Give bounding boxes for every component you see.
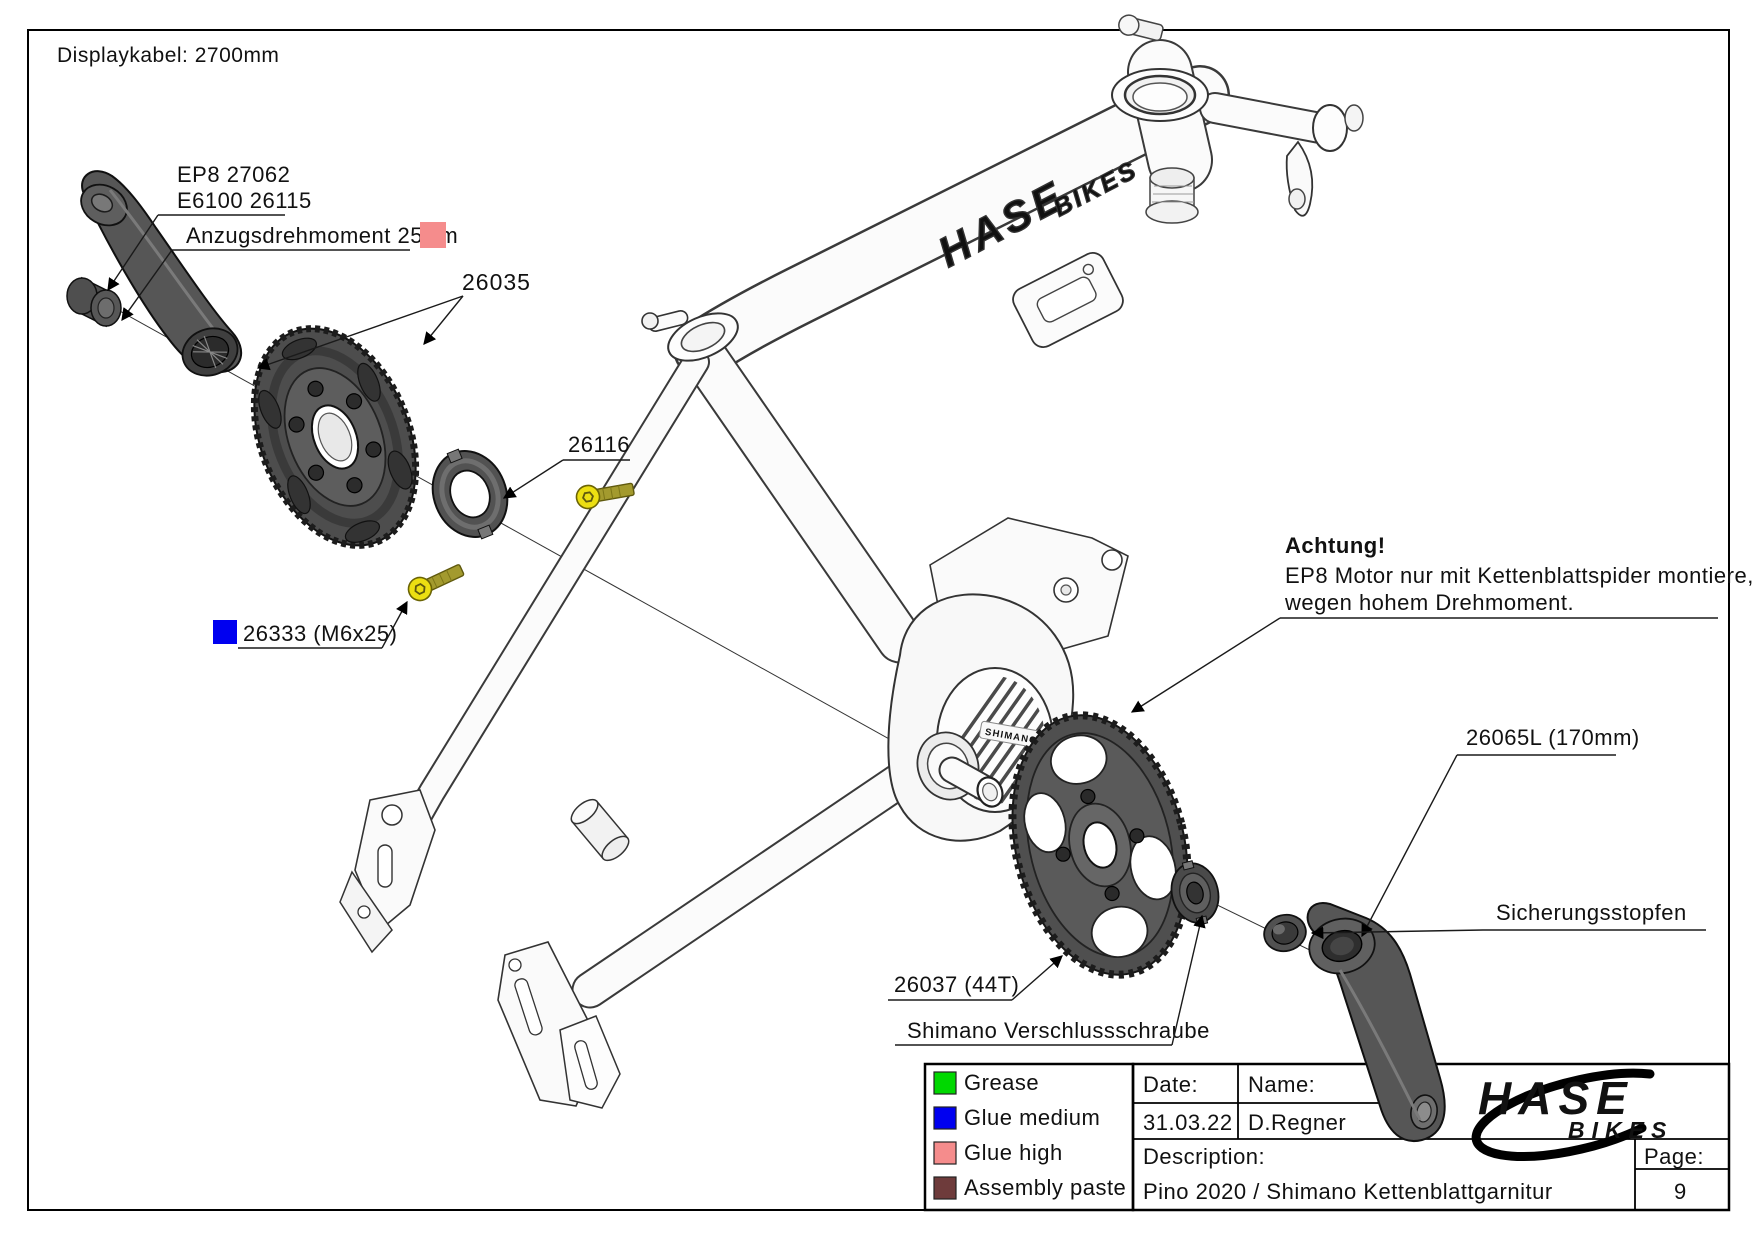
crank-fixing-part bbox=[66, 276, 122, 328]
callouts: Displaykabel: 2700mm EP8 27062 E6100 261… bbox=[57, 44, 1754, 1046]
glue-medium-swatch-26333 bbox=[213, 620, 237, 644]
warning-line1: EP8 Motor nur mit Kettenblattspider mont… bbox=[1285, 563, 1754, 588]
crank-spline-cup bbox=[181, 327, 239, 377]
torque-glue-high-swatch bbox=[420, 222, 446, 248]
legend-swatch-grease bbox=[933, 1071, 957, 1095]
page-border bbox=[27, 29, 1730, 1211]
seat-clamp bbox=[641, 310, 739, 362]
legend-swatch-glue-medium bbox=[933, 1106, 957, 1130]
legend-label-glue-medium: Glue medium bbox=[964, 1105, 1100, 1130]
brand-logo: HASE BIKES bbox=[1471, 1068, 1673, 1161]
warning-title: Achtung! bbox=[1285, 533, 1386, 558]
brand-logo-bikes: BIKES bbox=[1568, 1117, 1673, 1143]
description-label: Description: bbox=[1143, 1144, 1265, 1169]
label-26333: 26333 (M6x25) bbox=[243, 621, 397, 646]
label-26037: 26037 (44T) bbox=[894, 972, 1019, 997]
name-label: Name: bbox=[1248, 1072, 1315, 1097]
legend-label-assembly-paste: Assembly paste bbox=[964, 1175, 1126, 1200]
legend-swatch-glue-high bbox=[933, 1141, 957, 1165]
chainring-26037 bbox=[1008, 711, 1192, 979]
legend-swatch-assembly-paste bbox=[933, 1176, 957, 1200]
bike-frame: HASE BIKES bbox=[339, 14, 1364, 1109]
description-value: Pino 2020 / Shimano Kettenblattgarnitur bbox=[1143, 1179, 1553, 1204]
legend: Grease Glue medium Glue high Assembly pa… bbox=[933, 1070, 1126, 1200]
bolt-26333-a bbox=[575, 482, 635, 510]
note-displaykabel: Displaykabel: 2700mm bbox=[57, 44, 279, 67]
label-26116: 26116 bbox=[568, 432, 630, 457]
right-crank-arm bbox=[1306, 901, 1446, 1143]
headset-bolt bbox=[1118, 14, 1164, 42]
bolt-26333-b bbox=[407, 564, 465, 602]
label-torque: Anzugsdrehmoment 25Nm bbox=[186, 223, 458, 248]
label-verschlussschraube: Shimano Verschlussschraube bbox=[907, 1018, 1210, 1043]
threaded-collar bbox=[1145, 167, 1199, 224]
chainring-26035 bbox=[250, 325, 420, 549]
name-value: D.Regner bbox=[1248, 1110, 1346, 1135]
headset-cup bbox=[1111, 68, 1209, 122]
boom-end bbox=[497, 941, 621, 1109]
legend-label-grease: Grease bbox=[964, 1070, 1039, 1095]
brand-logo-swoosh bbox=[1471, 1068, 1655, 1161]
lockring-26116 bbox=[431, 448, 509, 540]
battery-mount bbox=[1012, 252, 1124, 348]
page-value: 9 bbox=[1674, 1179, 1687, 1204]
brand-logo-hase: HASE bbox=[1478, 1072, 1634, 1124]
motor-spindle bbox=[916, 731, 1004, 808]
date-label: Date: bbox=[1143, 1072, 1198, 1097]
label-ep8: EP8 27062 bbox=[177, 162, 290, 187]
page-label: Page: bbox=[1644, 1144, 1704, 1169]
label-e6100: E6100 26115 bbox=[177, 188, 312, 213]
lockring-verschlussschraube bbox=[1170, 860, 1220, 926]
legend-label-glue-high: Glue high bbox=[964, 1140, 1063, 1165]
date-value: 31.03.22 bbox=[1143, 1110, 1233, 1135]
dropout-plates bbox=[339, 789, 630, 954]
left-crank-arm bbox=[80, 170, 242, 377]
label-sicherungsstopfen: Sicherungsstopfen bbox=[1496, 900, 1687, 925]
stem-clamp bbox=[1285, 104, 1364, 217]
label-26035: 26035 bbox=[462, 269, 531, 295]
cap-sicherungsstopfen bbox=[1263, 913, 1307, 953]
title-block: Grease Glue medium Glue high Assembly pa… bbox=[923, 1062, 1731, 1212]
warning-line2: wegen hohem Drehmoment. bbox=[1284, 590, 1574, 615]
label-26065: 26065L (170mm) bbox=[1466, 725, 1640, 750]
